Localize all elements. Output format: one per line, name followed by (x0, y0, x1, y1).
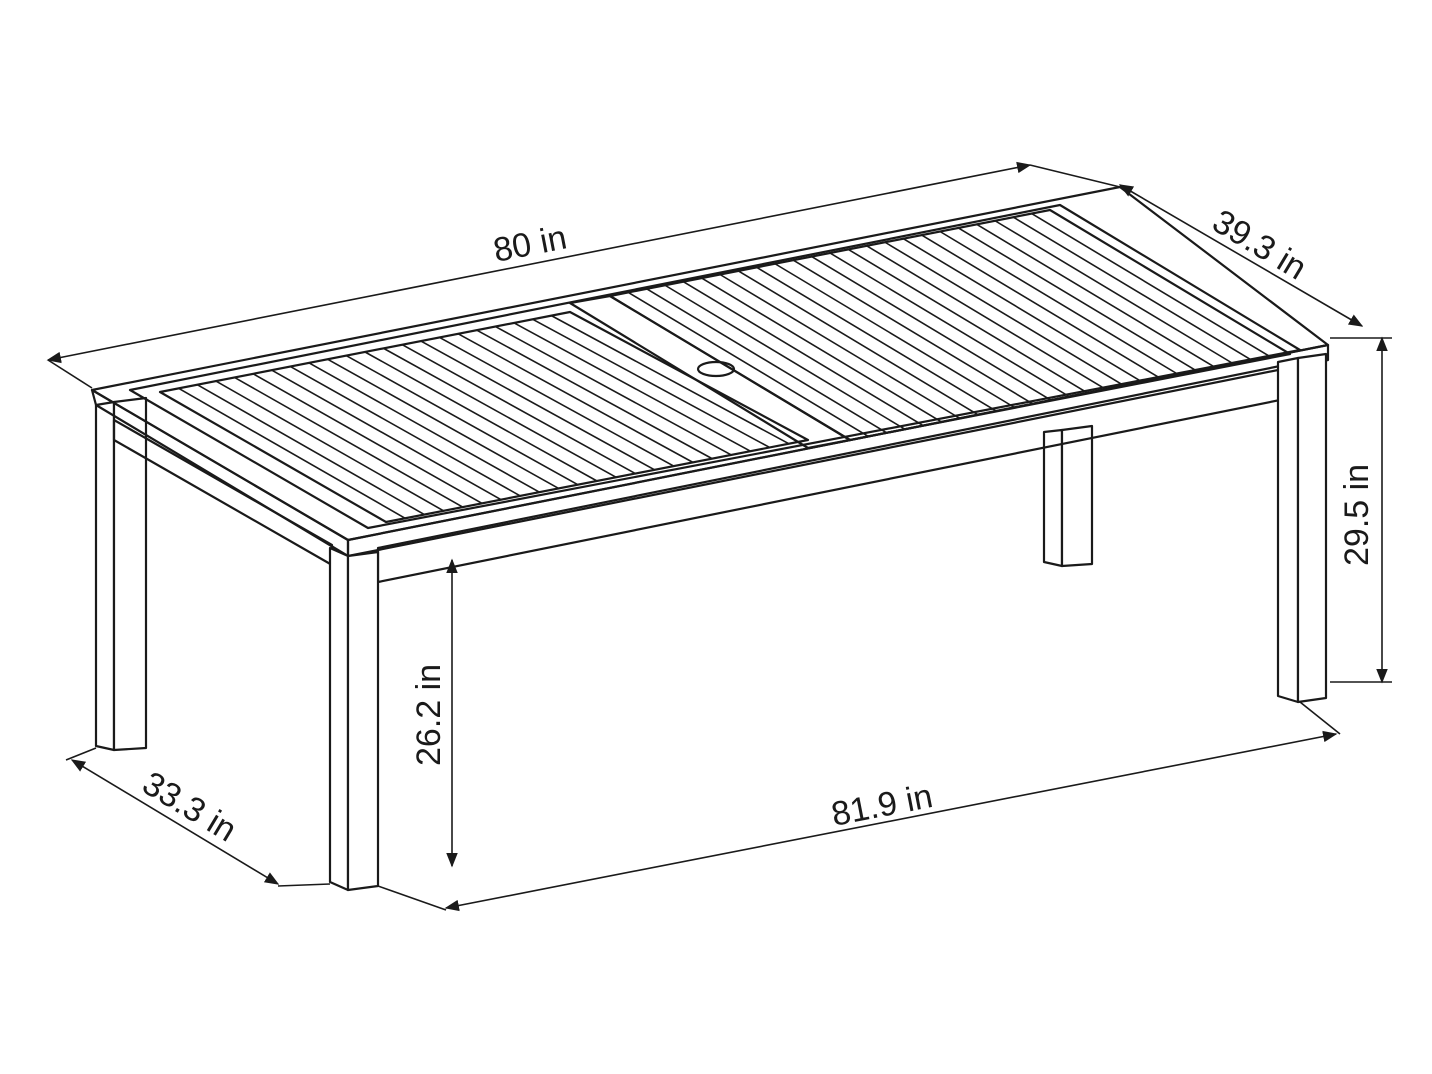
slat-line (439, 336, 675, 467)
slat-line (902, 237, 1144, 384)
front-apron (376, 360, 1302, 584)
slat-line (664, 284, 906, 430)
slat-line (457, 333, 694, 464)
slat-line (532, 318, 771, 449)
slat-line (196, 384, 425, 516)
dimension-label-33-3-in: 33.3 in (136, 764, 243, 849)
front-left-leg (328, 546, 380, 892)
slat-line (290, 365, 521, 497)
slat-line (774, 263, 1016, 409)
dimension-80-in: 80 in (46, 161, 1121, 389)
slat-line (921, 234, 1163, 380)
slat-line (234, 376, 464, 508)
dimension-26-2-in: 26.2 in (410, 558, 458, 868)
slat-line (957, 227, 1199, 373)
slat-line (701, 277, 943, 423)
slat-line (401, 344, 636, 475)
dimension-29-5-in: 29.5 in (1330, 336, 1392, 684)
slat-line (215, 380, 444, 512)
slat-line (476, 329, 713, 460)
slat-line (976, 223, 1218, 370)
slat-line (847, 248, 1089, 395)
slat-line (420, 340, 655, 471)
slat-line (495, 325, 732, 456)
slat-line (939, 230, 1181, 377)
dimension-33-3-in: 33.3 in (65, 747, 331, 887)
tabletop (90, 185, 1330, 584)
slat-line (550, 314, 790, 445)
center-board (568, 294, 852, 450)
slat-line (884, 241, 1126, 387)
slat-line (327, 358, 560, 490)
dimension-label-80-in: 80 in (490, 218, 570, 269)
back-left-leg (94, 396, 148, 752)
slat-line (994, 220, 1236, 366)
slat-line (308, 362, 540, 493)
front-right-leg (1276, 352, 1328, 704)
slat-line (383, 347, 617, 478)
slat-line (682, 280, 924, 427)
dimension-81-9-in: 81.9 in (377, 701, 1341, 912)
slat-line (627, 291, 869, 438)
dimension-39-3-in: 39.3 in (1118, 184, 1364, 327)
slat-line (792, 259, 1034, 405)
slat-line (252, 373, 483, 505)
slat-line (719, 273, 961, 420)
slats-left (178, 314, 790, 519)
slat-line (364, 351, 598, 482)
slat-line (646, 288, 888, 434)
umbrella-hole (696, 360, 736, 378)
slat-line (811, 255, 1053, 402)
slat-line (345, 354, 579, 486)
dimension-label-26-2-in: 26.2 in (410, 664, 448, 766)
slat-line (756, 266, 998, 413)
dimension-label-29-5-in: 29.5 in (1338, 464, 1376, 566)
slat-line (737, 270, 979, 416)
slat-line (271, 369, 502, 501)
slats-right (627, 212, 1273, 438)
slat-line (829, 252, 1071, 398)
slat-line (866, 245, 1108, 391)
back-right-leg (1042, 424, 1094, 568)
slat-line (178, 387, 406, 519)
tabletop-frame (90, 185, 1330, 542)
dimension-label-81-9-in: 81.9 in (828, 777, 935, 834)
